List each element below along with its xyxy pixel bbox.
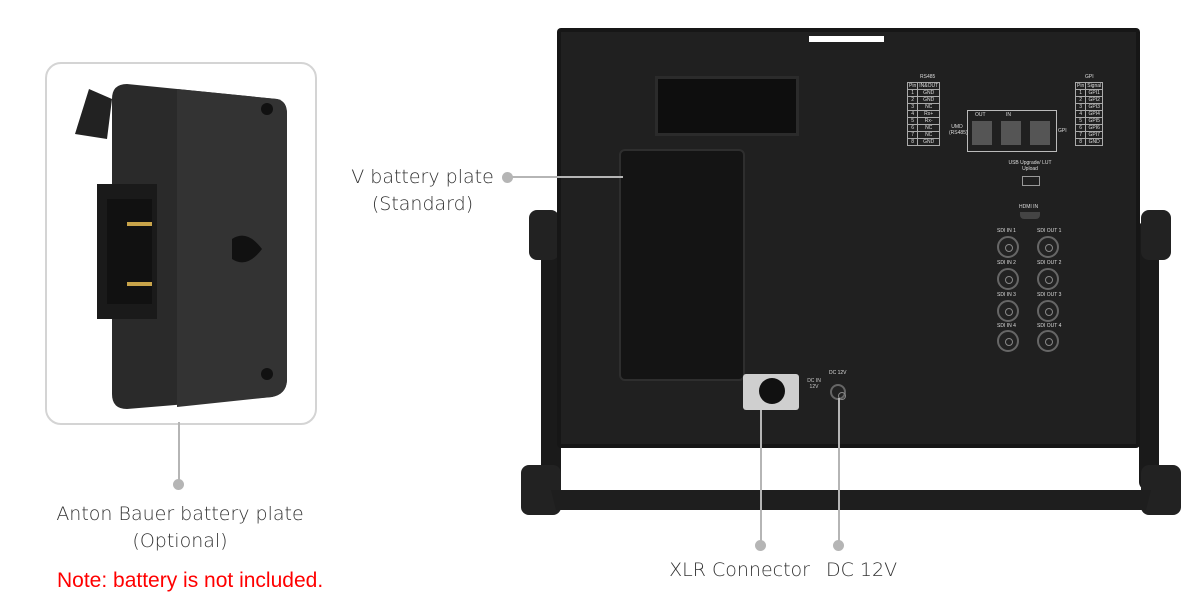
- monitor-stand: [521, 210, 1181, 520]
- ab-plate-sublabel: (Optional): [132, 530, 228, 552]
- battery-note: Note: battery is not included.: [57, 569, 324, 592]
- anton-bauer-plate-image: [75, 84, 287, 409]
- xlr-connector: [743, 374, 799, 410]
- gpi-port-label: GPI: [1058, 128, 1067, 134]
- xlr-label: XLR Connector: [669, 559, 810, 581]
- xlr-leader-dot: [755, 540, 766, 551]
- sdi-out-1-port: [1037, 236, 1059, 258]
- lan-in-label: IN: [1006, 112, 1011, 118]
- hdmi-label: HDMI IN: [1019, 204, 1039, 210]
- v-battery-plate: [619, 149, 745, 381]
- lan-out-label: OUT: [975, 112, 986, 118]
- v-plate-label: V battery plate: [351, 166, 494, 188]
- sdi-in-1-port: [997, 236, 1019, 258]
- dc-leader-line: [838, 398, 840, 542]
- sdi-out-4-port: [1037, 330, 1059, 352]
- ab-leader-dot: [173, 479, 184, 490]
- hdmi-port: [1020, 212, 1040, 219]
- v-plate-sublabel: (Standard): [371, 193, 474, 215]
- sdi-out-1-label: SDI OUT 1: [1037, 228, 1062, 234]
- anton-bauer-plate-card: [45, 62, 317, 425]
- sdi-out-3-port: [1037, 300, 1059, 322]
- dc-leader-dot: [833, 540, 844, 551]
- usb-port: [1022, 176, 1040, 186]
- sdi-in-3-label: SDI IN 3: [997, 292, 1016, 298]
- sdi-out-4-label: SDI OUT 4: [1037, 323, 1062, 329]
- sdi-in-2-label: SDI IN 2: [997, 260, 1016, 266]
- sdi-in-4-label: SDI IN 4: [997, 323, 1016, 329]
- rs485-title: RS485: [920, 74, 936, 80]
- xlr-leader-line: [760, 410, 762, 542]
- sdi-in-3-port: [997, 300, 1019, 322]
- sdi-in-2-port: [997, 268, 1019, 290]
- umd-label: UMD (RS485): [949, 124, 968, 136]
- v-plate-leader-dot: [502, 172, 513, 183]
- gpi-title: GPI: [1085, 74, 1094, 80]
- sdi-in-4-port: [997, 330, 1019, 352]
- handle-slot: [655, 76, 799, 136]
- dc-in-label: DC IN 12V: [807, 378, 821, 390]
- lan-ports: [967, 110, 1057, 152]
- sdi-out-2-label: SDI OUT 2: [1037, 260, 1062, 266]
- v-plate-leader-line: [508, 176, 623, 178]
- ab-leader-line: [178, 422, 180, 484]
- ab-plate-label: Anton Bauer battery plate: [56, 503, 304, 525]
- usb-label: USB Upgrade/ LUT Upload: [1008, 160, 1052, 172]
- sdi-out-3-label: SDI OUT 3: [1037, 292, 1062, 298]
- dc-label: DC 12V: [826, 559, 898, 581]
- sdi-in-1-label: SDI IN 1: [997, 228, 1016, 234]
- dc-port-label: DC 12V: [829, 370, 847, 376]
- sdi-out-2-port: [1037, 268, 1059, 290]
